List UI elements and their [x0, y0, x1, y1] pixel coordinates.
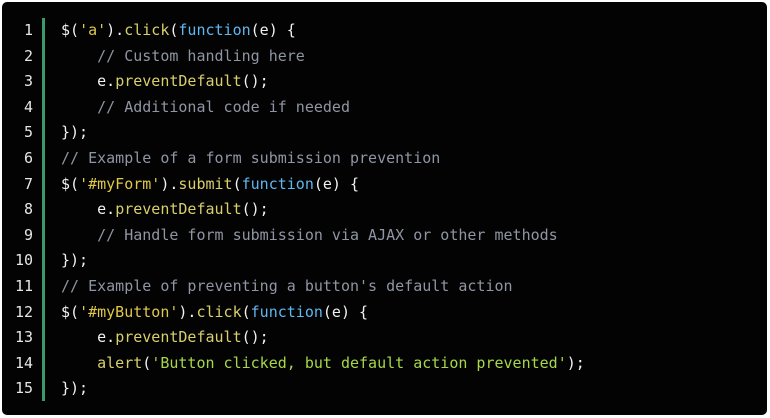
code-line[interactable]: $('#myForm').submit(function(e) {	[61, 172, 759, 198]
code-token-string: '#myForm'	[79, 174, 161, 193]
code-token-text: $(	[61, 21, 80, 39]
code-token-text: ).	[178, 302, 197, 321]
code-token-method: click	[196, 302, 242, 321]
code-token-call: alert	[97, 353, 143, 372]
line-number: 3	[23, 72, 33, 91]
code-token-text	[61, 354, 97, 372]
code-line[interactable]: });	[61, 120, 759, 146]
code-line[interactable]: // Handle form submission via AJAX or ot…	[61, 223, 759, 249]
code-line[interactable]: });	[61, 248, 759, 274]
code-token-text: });	[61, 251, 89, 270]
line-number: 5	[23, 123, 33, 142]
line-number: 11	[14, 276, 33, 295]
code-token-keyword: function	[241, 174, 314, 193]
code-token-text: ).	[106, 21, 125, 39]
code-line[interactable]: // Example of a form submission preventi…	[61, 146, 759, 172]
code-token-comment: // Example of preventing a button's defa…	[61, 276, 513, 295]
code-token-text: $(	[61, 302, 80, 321]
code-line[interactable]: e.preventDefault();	[61, 325, 759, 351]
code-token-comment: // Additional code if needed	[61, 97, 350, 116]
code-token-string: '#myButton'	[79, 302, 179, 321]
code-token-text: });	[61, 379, 89, 398]
code-token-call: preventDefault	[115, 72, 242, 91]
code-token-call: preventDefault	[115, 328, 242, 347]
code-line[interactable]: // Additional code if needed	[61, 95, 759, 121]
code-line[interactable]: alert('Button clicked, but default actio…	[61, 351, 759, 377]
code-line[interactable]: });	[61, 376, 759, 402]
line-number: 4	[23, 97, 33, 116]
code-line[interactable]: // Example of preventing a button's defa…	[61, 274, 759, 300]
code-token-text: (	[169, 21, 179, 39]
code-token-method: submit	[178, 174, 233, 193]
code-token-green: 'Button clicked, but default action prev…	[151, 353, 567, 372]
code-token-text: (e) {	[322, 302, 369, 321]
code-token-text: ();	[241, 328, 269, 347]
line-number: 10	[14, 251, 33, 270]
code-token-comment: // Example of a form submission preventi…	[61, 148, 441, 167]
code-token-text: (	[142, 353, 152, 372]
line-number: 2	[23, 46, 33, 65]
code-token-comment: // Handle form submission via AJAX or ot…	[61, 225, 558, 244]
code-token-text: (e) {	[313, 174, 360, 193]
code-token-comment: // Custom handling here	[61, 46, 305, 65]
code-content[interactable]: $('a').click(function(e) { // Custom han…	[61, 18, 759, 402]
code-token-text: $(	[61, 174, 80, 193]
gutter-divider	[42, 18, 45, 401]
code-line[interactable]: e.preventDefault();	[61, 197, 759, 223]
code-token-string: 'a'	[79, 21, 107, 39]
line-number: 7	[23, 174, 33, 193]
code-token-text: (	[232, 174, 242, 193]
code-token-text: );	[566, 353, 585, 372]
line-number: 9	[23, 225, 33, 244]
line-number: 6	[23, 148, 33, 167]
code-token-method: click	[124, 21, 170, 39]
code-token-text: (	[241, 302, 251, 321]
code-token-text: ).	[160, 174, 179, 193]
code-token-keyword: function	[178, 21, 251, 39]
line-number: 14	[14, 353, 33, 372]
code-line[interactable]: // Custom handling here	[61, 44, 759, 70]
code-token-text: (e) {	[250, 21, 296, 39]
line-number: 12	[14, 302, 33, 321]
line-number: 1	[23, 21, 33, 39]
code-token-call: preventDefault	[115, 200, 242, 219]
code-token-text: e.	[61, 200, 116, 219]
code-token-keyword: function	[250, 302, 323, 321]
code-token-text: e.	[61, 328, 116, 347]
code-line[interactable]: $('a').click(function(e) {	[61, 18, 759, 44]
line-number: 15	[14, 379, 33, 398]
code-token-text: ();	[241, 200, 269, 219]
code-token-text: ();	[241, 72, 269, 91]
code-line[interactable]: $('#myButton').click(function(e) {	[61, 300, 759, 326]
line-number: 8	[23, 200, 33, 219]
code-token-text: });	[61, 123, 89, 142]
code-token-text: e.	[61, 72, 116, 91]
line-number: 13	[14, 328, 33, 347]
code-line[interactable]: e.preventDefault();	[61, 69, 759, 95]
